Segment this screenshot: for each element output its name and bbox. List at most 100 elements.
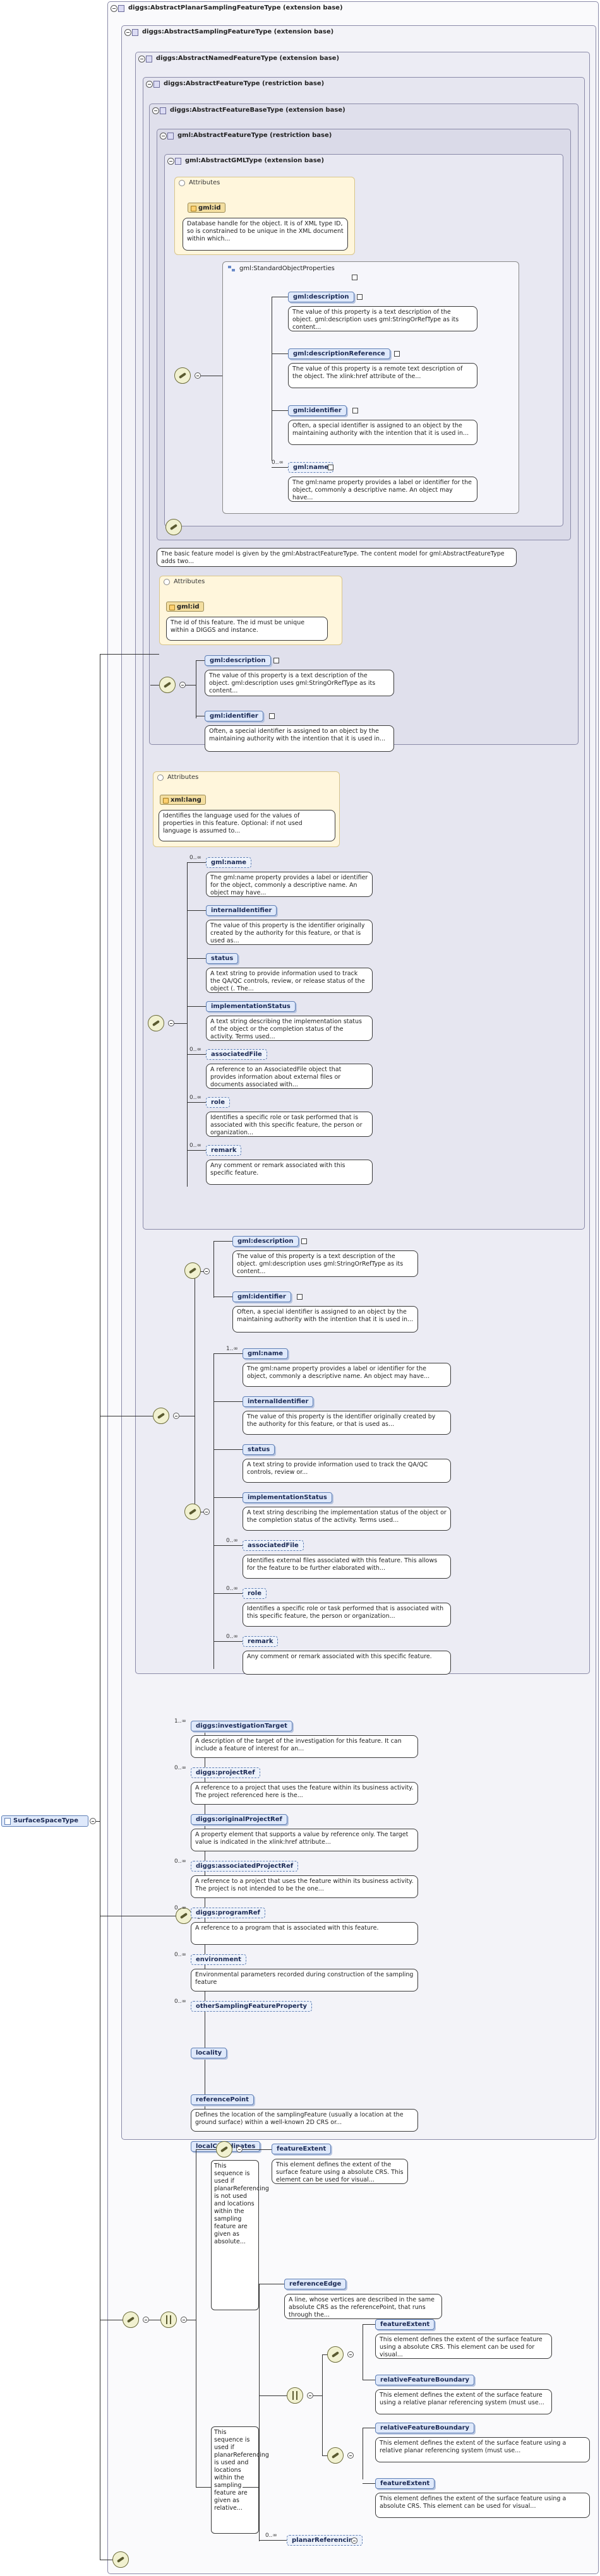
collapse-toggle[interactable]: − — [124, 29, 131, 36]
attr-xml-lang[interactable]: xml:lang — [160, 795, 206, 805]
connector — [243, 2149, 272, 2150]
element-gml-description[interactable]: gml:description — [288, 292, 354, 302]
element-gml-identifier[interactable]: gml:identifier — [232, 1291, 291, 1302]
link-icon[interactable] — [352, 408, 359, 413]
expand-icon[interactable] — [351, 2537, 357, 2544]
expand-icon[interactable] — [236, 2146, 243, 2152]
sequence-icon[interactable] — [159, 677, 176, 693]
choice-icon[interactable] — [287, 2387, 303, 2404]
expand-icon[interactable] — [179, 682, 186, 688]
element-gml-name[interactable]: gml:name — [206, 857, 252, 868]
expand-icon[interactable] — [168, 1020, 174, 1026]
element-othersamplingfeatureproperty[interactable]: otherSamplingFeatureProperty — [191, 2001, 313, 2012]
element-locality[interactable]: locality — [191, 2048, 227, 2058]
link-icon[interactable] — [297, 1294, 303, 1300]
expand-icon[interactable] — [143, 2317, 149, 2323]
element-description: The gml:name property provides a label o… — [206, 872, 373, 897]
expand-icon[interactable] — [90, 1818, 96, 1824]
element-gml-descriptionreference[interactable]: gml:descriptionReference — [288, 348, 390, 359]
cardinality: 1..∞ — [226, 1346, 238, 1352]
link-icon[interactable] — [352, 275, 357, 280]
link-icon[interactable] — [273, 658, 279, 663]
element-diggs-programref[interactable]: diggs:programRef — [191, 1908, 265, 1918]
toggle-icon[interactable] — [164, 579, 170, 585]
element-feature-extent[interactable]: featureExtent — [272, 2144, 332, 2154]
element-planar-referencing[interactable]: planarReferencing — [287, 2535, 363, 2546]
element-referencepoint[interactable]: referencePoint — [191, 2094, 254, 2105]
element-status[interactable]: status — [243, 1444, 275, 1455]
element-role[interactable]: role — [206, 1097, 231, 1108]
expand-icon[interactable] — [347, 2452, 354, 2459]
element-diggs-associatedprojectref[interactable]: diggs:associatedProjectRef — [191, 1861, 299, 1872]
expand-icon[interactable] — [195, 372, 201, 379]
element-internalidentifier[interactable]: internalIdentifier — [206, 905, 277, 916]
link-icon[interactable] — [269, 713, 275, 719]
element-gml-identifier[interactable]: gml:identifier — [205, 711, 263, 721]
element-gml-identifier[interactable]: gml:identifier — [288, 405, 347, 416]
sequence-icon[interactable] — [327, 2346, 344, 2363]
sequence-icon[interactable] — [176, 1908, 192, 1924]
expand-icon[interactable] — [203, 1509, 210, 1515]
element-implementationstatus[interactable]: implementationStatus — [206, 1001, 296, 1012]
collapse-toggle[interactable]: − — [167, 158, 174, 165]
root-surface-space-type[interactable]: SurfaceSpaceType — [1, 1815, 88, 1827]
element-gml-name[interactable]: gml:name — [288, 462, 334, 473]
element-description: A reference to a program that is associa… — [191, 1922, 418, 1945]
element-relativefeatureboundary[interactable]: relativeFeatureBoundary — [375, 2375, 475, 2385]
link-icon[interactable] — [327, 465, 333, 470]
element-description: Often, a special identifier is assigned … — [232, 1306, 418, 1333]
expand-icon[interactable] — [307, 2392, 313, 2399]
toggle-icon[interactable] — [179, 180, 185, 186]
sequence-icon[interactable] — [165, 519, 182, 535]
sequence-icon[interactable] — [153, 1408, 169, 1424]
expand-icon[interactable] — [173, 1413, 179, 1419]
element-diggs-investigationtarget[interactable]: diggs:investigationTarget — [191, 1721, 292, 1731]
collapse-toggle[interactable]: − — [138, 56, 145, 62]
sequence-note: This sequence is used if planarReferenci… — [211, 2160, 269, 2310]
element-implementationstatus[interactable]: implementationStatus — [243, 1492, 332, 1503]
element-diggs-originalprojectref[interactable]: diggs:originalProjectRef — [191, 1814, 287, 1825]
element-description: The value of this property is a text des… — [232, 1250, 418, 1277]
connector — [96, 1821, 100, 1822]
link-icon[interactable] — [301, 1238, 307, 1244]
collapse-toggle[interactable]: − — [146, 81, 153, 88]
expand-icon[interactable] — [181, 2317, 187, 2323]
element-internalidentifier[interactable]: internalIdentifier — [243, 1396, 314, 1407]
sequence-icon[interactable] — [148, 1015, 164, 1031]
element-environment[interactable]: environment — [191, 1954, 246, 1965]
element-gml-name[interactable]: gml:name — [243, 1348, 289, 1359]
element-relativefeatureboundary[interactable]: relativeFeatureBoundary — [375, 2423, 475, 2433]
sequence-icon[interactable] — [123, 2312, 139, 2328]
element-associatedfile[interactable]: associatedFile — [206, 1049, 267, 1060]
link-icon[interactable] — [357, 294, 363, 300]
sequence-icon[interactable] — [174, 367, 191, 384]
element-role[interactable]: role — [243, 1588, 267, 1599]
choice-icon[interactable] — [160, 2312, 177, 2328]
expand-icon[interactable] — [203, 1268, 210, 1274]
element-remark[interactable]: remark — [206, 1145, 242, 1156]
element-reference-edge[interactable]: referenceEdge — [284, 2279, 347, 2289]
element-remark[interactable]: remark — [243, 1636, 279, 1647]
attr-gml-id[interactable]: gml:id — [166, 602, 204, 612]
element-description: Identifies external files associated wit… — [243, 1555, 451, 1579]
element-associatedfile[interactable]: associatedFile — [243, 1540, 304, 1551]
collapse-toggle[interactable]: − — [152, 107, 159, 114]
toggle-icon[interactable] — [157, 775, 164, 781]
element-gml-description[interactable]: gml:description — [205, 655, 271, 666]
collapse-toggle[interactable]: − — [111, 5, 117, 12]
element-featureextent[interactable]: featureExtent — [375, 2319, 435, 2330]
sequence-icon[interactable] — [184, 1262, 201, 1279]
sequence-icon[interactable] — [184, 1504, 201, 1520]
link-icon[interactable] — [394, 351, 400, 357]
sequence-icon[interactable] — [112, 2551, 129, 2568]
element-gml-description[interactable]: gml:description — [232, 1236, 299, 1247]
sequence-icon[interactable] — [216, 2141, 232, 2158]
element-featureextent[interactable]: featureExtent — [375, 2478, 435, 2489]
sequence-icon[interactable] — [327, 2447, 344, 2464]
expand-icon[interactable] — [347, 2351, 354, 2358]
element-status[interactable]: status — [206, 953, 239, 964]
collapse-toggle[interactable]: − — [160, 133, 167, 139]
element-diggs-projectref[interactable]: diggs:projectRef — [191, 1767, 260, 1778]
element-description: A reference to a project that uses the f… — [191, 1875, 418, 1898]
attr-gml-id[interactable]: gml:id — [188, 203, 225, 213]
